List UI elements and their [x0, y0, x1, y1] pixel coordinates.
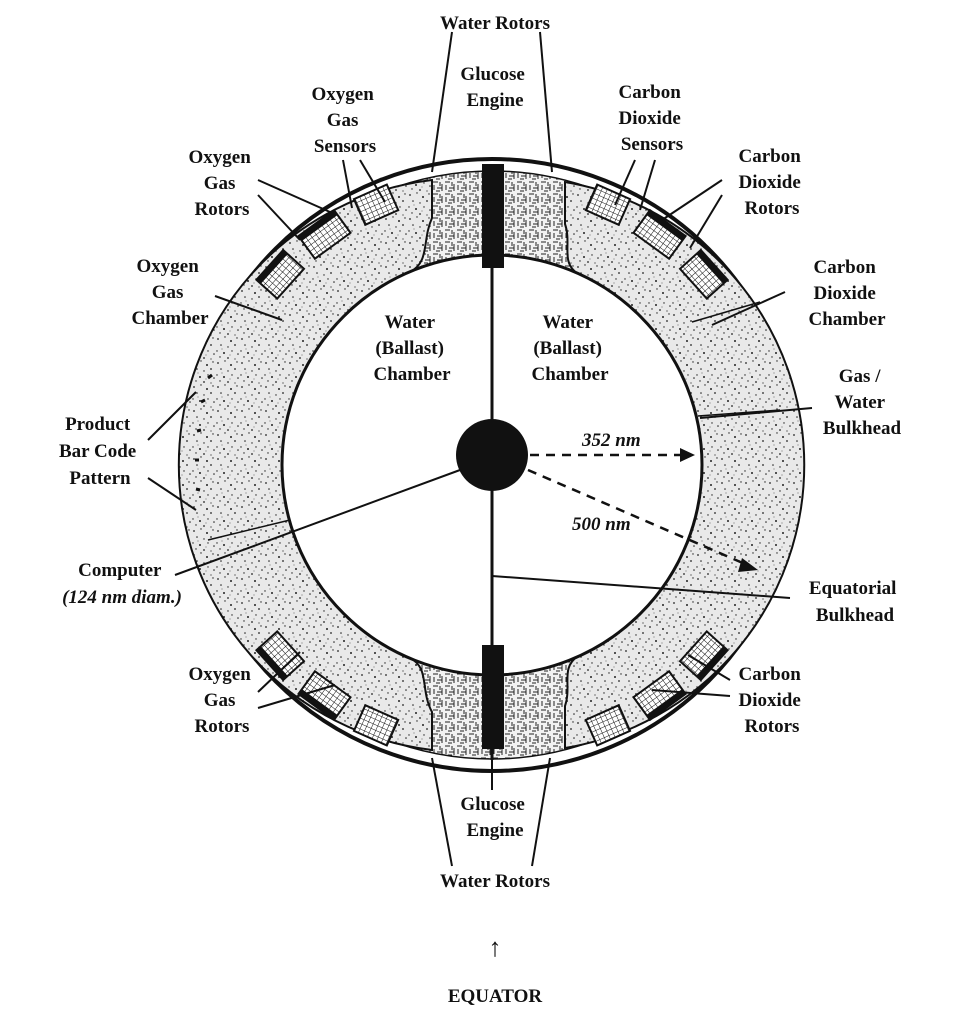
bar-code-marks [195, 373, 213, 492]
label-water-rotors-bottom: Water Rotors [440, 871, 550, 892]
label-oxygen-gas-rotors-top: Oxygen Gas Rotors [188, 147, 255, 220]
label-carbon-dioxide-rotors-bottom: Carbon Dioxide Rotors [738, 664, 805, 737]
label-product-bar-code: Product Bar Code Pattern [59, 414, 141, 489]
label-gas-water-bulkhead: Gas / Water Bulkhead [823, 366, 902, 439]
label-carbon-dioxide-chamber: Carbon Dioxide Chamber [808, 257, 886, 330]
glucose-engine-bottom [482, 645, 504, 749]
label-oxygen-gas-rotors-bottom: Oxygen Gas Rotors [188, 664, 255, 737]
label-carbon-dioxide-rotors-top: Carbon Dioxide Rotors [738, 146, 805, 219]
equator-arrow: ↑ [489, 933, 502, 962]
label-water-rotors-top: Water Rotors [440, 13, 550, 34]
rotor-blocks [255, 183, 729, 747]
label-radius-352: 352 nm [581, 430, 641, 451]
label-water-ballast-right: Water (Ballast) Chamber [531, 312, 609, 385]
label-water-ballast-left: Water (Ballast) Chamber [373, 312, 451, 385]
label-carbon-dioxide-sensors: Carbon Dioxide Sensors [618, 82, 685, 155]
label-computer: Computer (124 nm diam.) [62, 560, 182, 608]
label-glucose-engine-top: Glucose Engine [460, 64, 529, 111]
label-equator: EQUATOR [448, 986, 543, 1007]
label-glucose-engine-bottom: Glucose Engine [460, 794, 529, 841]
radius-indicators [527, 448, 758, 572]
glucose-engine-top [482, 164, 504, 268]
leader-lines [147, 31, 813, 867]
label-oxygen-gas-sensors: Oxygen Gas Sensors [311, 84, 378, 157]
chamber-bulkheads [207, 301, 781, 541]
label-equatorial-bulkhead: Equatorial Bulkhead [809, 578, 901, 626]
label-radius-500: 500 nm [572, 514, 631, 535]
labels: Water Rotors Glucose Engine Oxygen Gas S… [59, 13, 901, 1007]
computer-core [456, 419, 528, 491]
label-oxygen-gas-chamber: Oxygen Gas Chamber [131, 256, 209, 329]
